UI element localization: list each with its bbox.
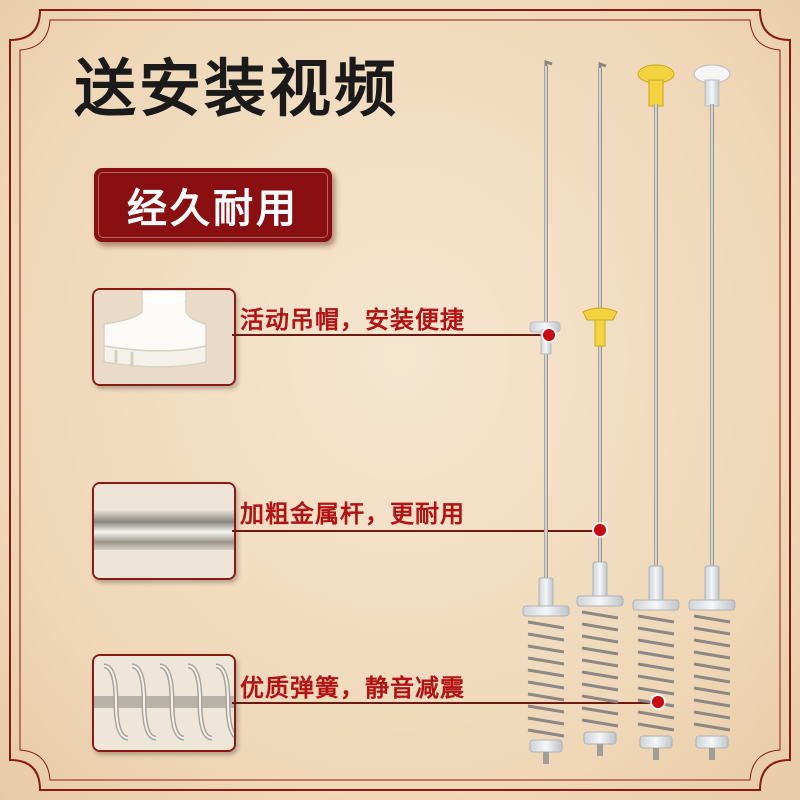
feature-thumb-cap [92, 288, 236, 386]
badge-text: 经久耐用 [127, 186, 299, 232]
leader-line-cap [232, 334, 544, 336]
marker-rod-front [594, 524, 606, 536]
hanger-cap-icon [94, 290, 234, 384]
leader-line-rod [232, 530, 598, 532]
headline: 送安装视频 [74, 52, 400, 125]
spring-icon [94, 656, 234, 750]
feature-label-cap: 活动吊帽，安装便捷 [240, 306, 465, 334]
marker-cap-front [543, 329, 555, 341]
feature-label-spring: 优质弹簧，静音减震 [240, 674, 465, 702]
feature-label-rod: 加粗金属杆，更耐用 [240, 500, 465, 528]
rod-1 [522, 59, 570, 764]
badge-border [98, 172, 328, 238]
durability-badge: 经久耐用 [94, 168, 332, 242]
rod-4 [688, 64, 736, 760]
rod-3 [632, 64, 680, 760]
rod-2 [576, 61, 624, 756]
metal-rod-icon [94, 484, 234, 578]
marker-spring-front [652, 696, 664, 708]
feature-thumb-rod [92, 482, 236, 580]
leader-line-spring [232, 702, 656, 704]
feature-thumb-spring [92, 654, 236, 752]
